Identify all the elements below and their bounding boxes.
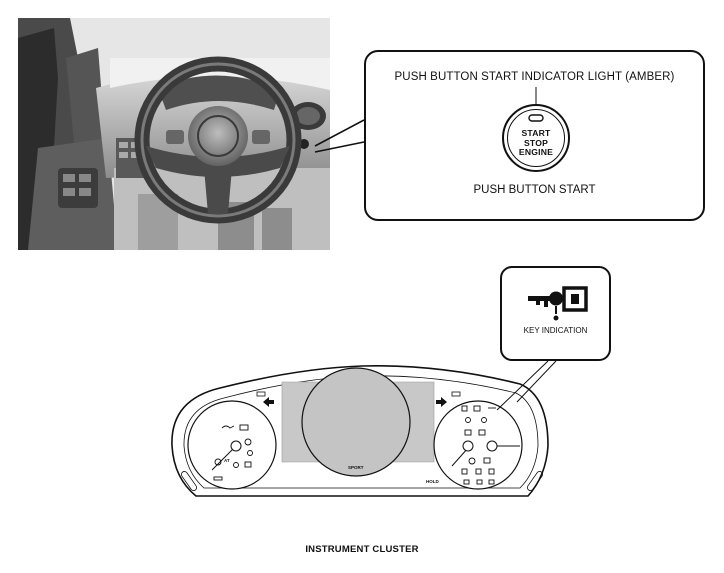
left-side-slot <box>181 471 197 491</box>
master-warning-icon <box>465 417 471 423</box>
sport-text: SPORT <box>348 465 364 470</box>
seatbelt-icon <box>461 405 468 412</box>
left-needle-line <box>211 447 235 471</box>
start-stop-button: START STOP ENGINE <box>500 102 572 174</box>
srs-icon <box>488 468 495 475</box>
start-text: START <box>521 128 551 138</box>
washer-icon <box>488 479 495 485</box>
airbag-icon <box>247 450 253 456</box>
eps-icon <box>468 457 476 465</box>
engine-text: ENGINE <box>518 147 554 158</box>
right-needle-line <box>451 447 469 467</box>
oil-pressure-icon <box>221 425 235 429</box>
right-turn-signal-icon <box>436 397 447 407</box>
right-gauge-icons <box>461 405 496 485</box>
right-side-slot <box>527 471 543 491</box>
left-needle-hub <box>230 440 242 452</box>
indicator-light-label: PUSH BUTTON START INDICATOR LIGHT (AMBER… <box>394 71 675 83</box>
start-button-text: START STOP ENGINE <box>500 128 572 158</box>
push-button-callout: PUSH BUTTON START INDICATOR LIGHT (AMBER… <box>364 50 705 221</box>
cluster-inner-rim <box>183 375 539 489</box>
park-icon <box>464 429 472 436</box>
glow-icon <box>213 476 223 481</box>
left-turn-signal-icon <box>263 397 274 407</box>
i-stop-icon <box>476 479 483 485</box>
right-needle-hub-left <box>462 440 474 452</box>
key-leader-lower <box>496 360 549 411</box>
hold-text: HOLD <box>426 479 439 484</box>
push-button-label: PUSH BUTTON START <box>473 184 596 196</box>
cruise-icon <box>461 468 468 475</box>
auto-hold-icon <box>463 479 470 485</box>
left-light-icon <box>256 391 266 397</box>
high-beam-icon <box>451 391 461 397</box>
key-indication-label: KEY INDICATION <box>523 326 588 335</box>
speedometer-dial <box>301 367 411 477</box>
stop-text: STOP <box>523 137 549 148</box>
brake-warning-icon <box>244 438 252 446</box>
callout-connector-bottom <box>314 141 365 153</box>
amber-indicator-light <box>528 114 544 122</box>
stop-icon <box>475 468 482 475</box>
lane-icon <box>478 429 486 436</box>
door-icon <box>473 405 481 412</box>
abs-icon <box>483 457 491 464</box>
traction-icon <box>244 461 252 468</box>
engine-check-icon <box>233 462 239 468</box>
right-needle-hub-right <box>486 440 498 452</box>
key-indication-icon <box>524 284 590 329</box>
dashboard-photo <box>18 18 330 250</box>
key-leader-upper <box>516 360 557 403</box>
callout-connector-top <box>314 119 365 147</box>
battery-icon <box>239 424 249 431</box>
right-gauge <box>433 400 523 490</box>
left-gauge-icons <box>213 424 253 481</box>
dashboard-illustration <box>18 18 330 250</box>
at-text: AT <box>224 458 230 463</box>
fuel-icon <box>481 417 487 423</box>
tpms-icon <box>214 458 222 466</box>
figure-caption: INSTRUMENT CLUSTER <box>305 544 419 555</box>
key-indication-callout: KEY INDICATION <box>500 266 611 361</box>
